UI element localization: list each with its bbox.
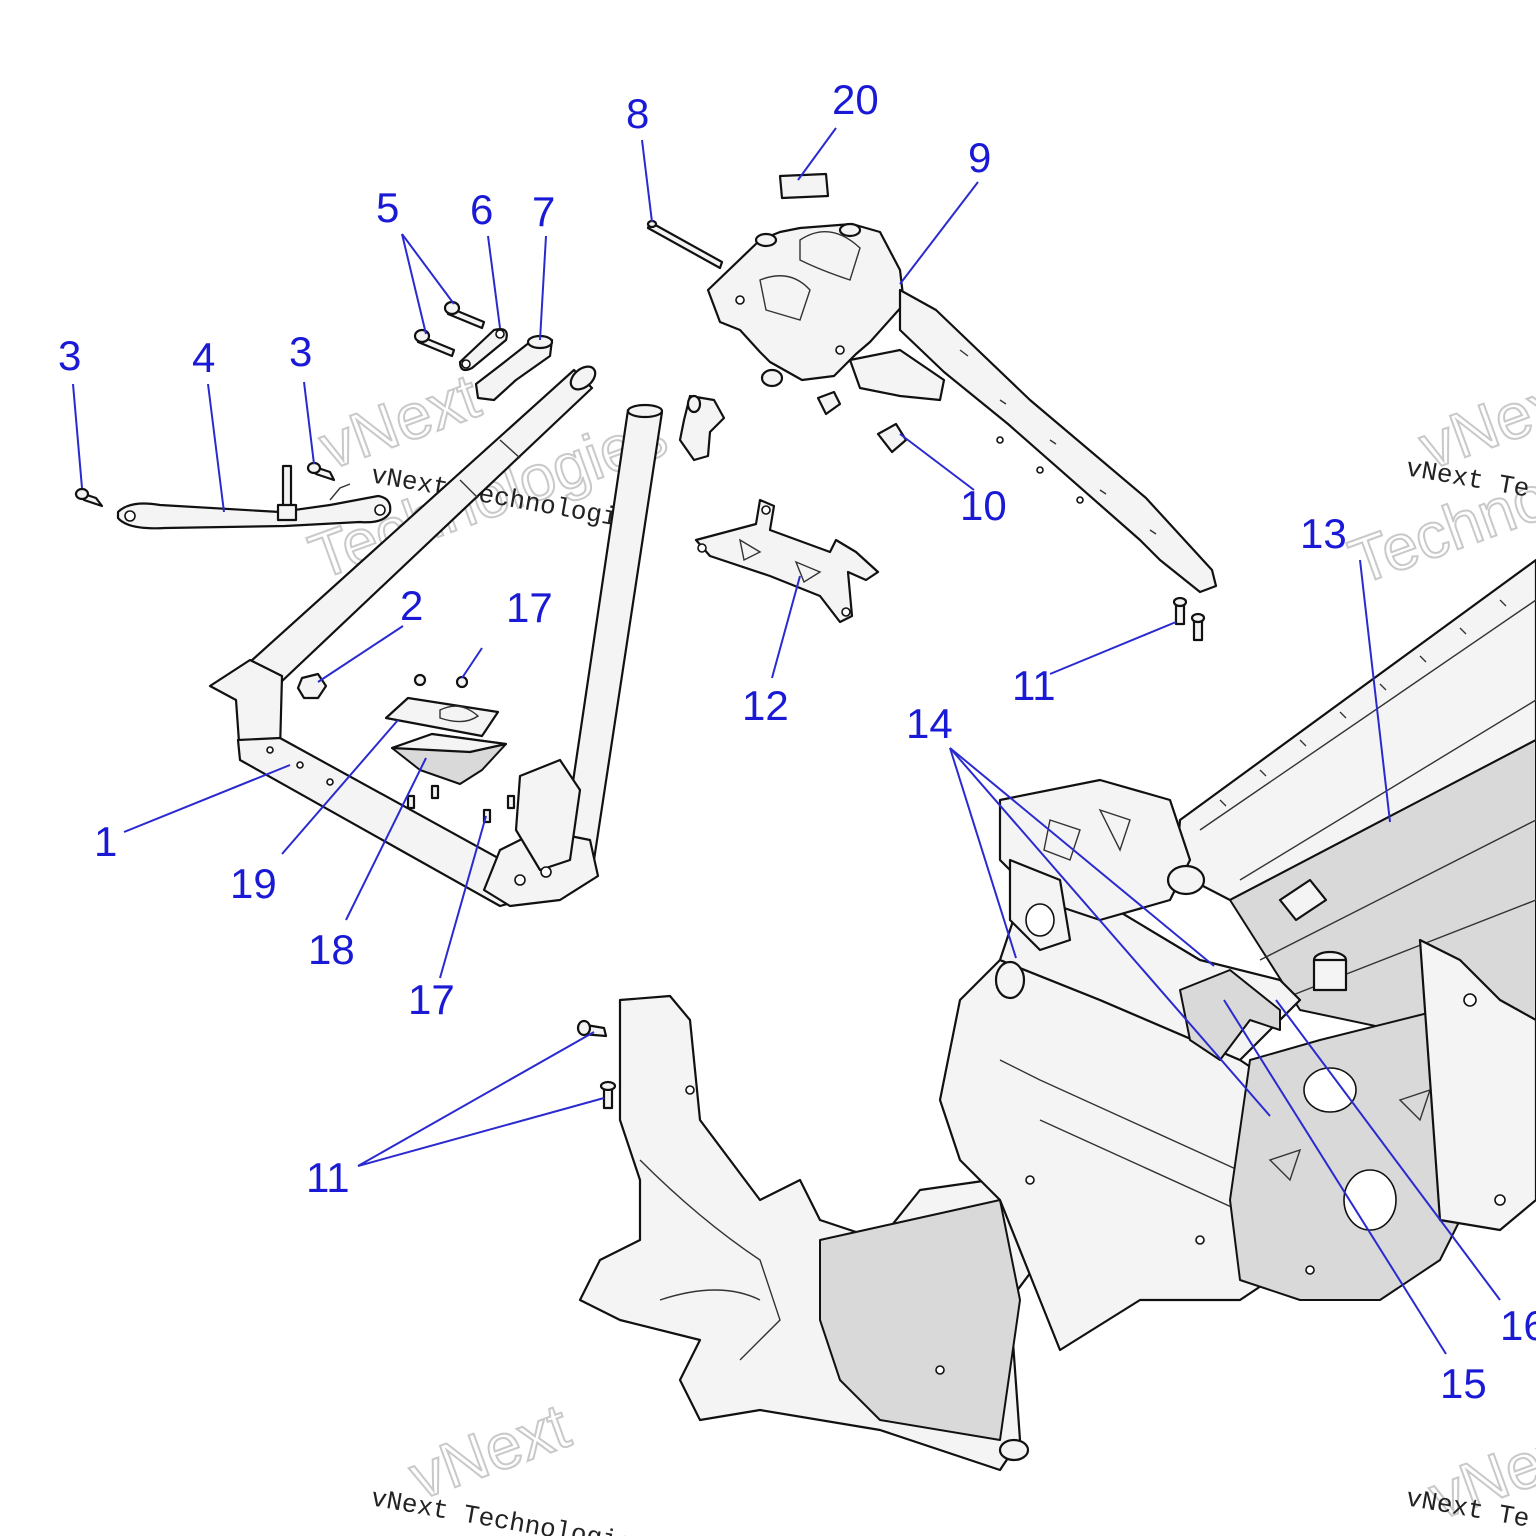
callout-18: 18: [308, 926, 355, 973]
part-clamp-upper: [678, 394, 726, 462]
callout-12: 12: [742, 682, 789, 729]
callout-4: 4: [192, 334, 215, 381]
part-11-bolts-upper: [1172, 596, 1206, 642]
callout-15: 15: [1440, 1360, 1487, 1407]
callout-labels: 1 2 3 3 4 5 6 7 8 9 10 11 11 12 13 14 15…: [58, 76, 1536, 1407]
callout-14: 14: [906, 700, 953, 747]
part-3-bolts: [74, 461, 336, 508]
part-2-nut: [296, 672, 328, 700]
callout-20: 20: [832, 76, 879, 123]
part-20-label: [778, 172, 830, 200]
part-14-main-chassis: [578, 778, 1536, 1472]
callout-3: 3: [289, 328, 312, 375]
part-10-clip: [816, 390, 908, 454]
leader-lines: [72, 127, 1501, 1355]
callout-9: 9: [968, 134, 991, 181]
part-18-mount-bracket: [390, 732, 508, 785]
callout-7: 7: [532, 188, 555, 235]
part-12-bracket-plate: [694, 498, 880, 624]
callout-6: 6: [470, 186, 493, 233]
callout-16: 16: [1500, 1302, 1536, 1349]
part-9-steering-post: [706, 222, 1218, 594]
callout-2: 2: [400, 582, 423, 629]
part-19-gasket: [384, 696, 500, 738]
callout-10: 10: [960, 482, 1007, 529]
part-8-rod: [646, 219, 724, 270]
part-17-screws: [406, 673, 516, 824]
callout-1: 1: [94, 818, 117, 865]
watermark-tagline: vNext Technologies: [369, 1483, 651, 1536]
part-6-link: [458, 328, 508, 372]
callout-5: 5: [376, 184, 399, 231]
part-11-bolts-lower: [576, 1019, 617, 1110]
callout-11: 11: [306, 1154, 350, 1201]
callout-19: 19: [230, 860, 277, 907]
callout-8: 8: [626, 90, 649, 137]
callout-17: 17: [408, 976, 455, 1023]
part-7-clamp: [474, 334, 554, 402]
callout-17: 17: [506, 584, 553, 631]
callout-3: 3: [58, 332, 81, 379]
part-1-front-frame: [208, 365, 664, 908]
part-5-bolts: [413, 300, 486, 358]
callout-13: 13: [1300, 510, 1347, 557]
callout-11: 11: [1012, 662, 1056, 709]
part-4-cross-brace: [116, 464, 392, 530]
